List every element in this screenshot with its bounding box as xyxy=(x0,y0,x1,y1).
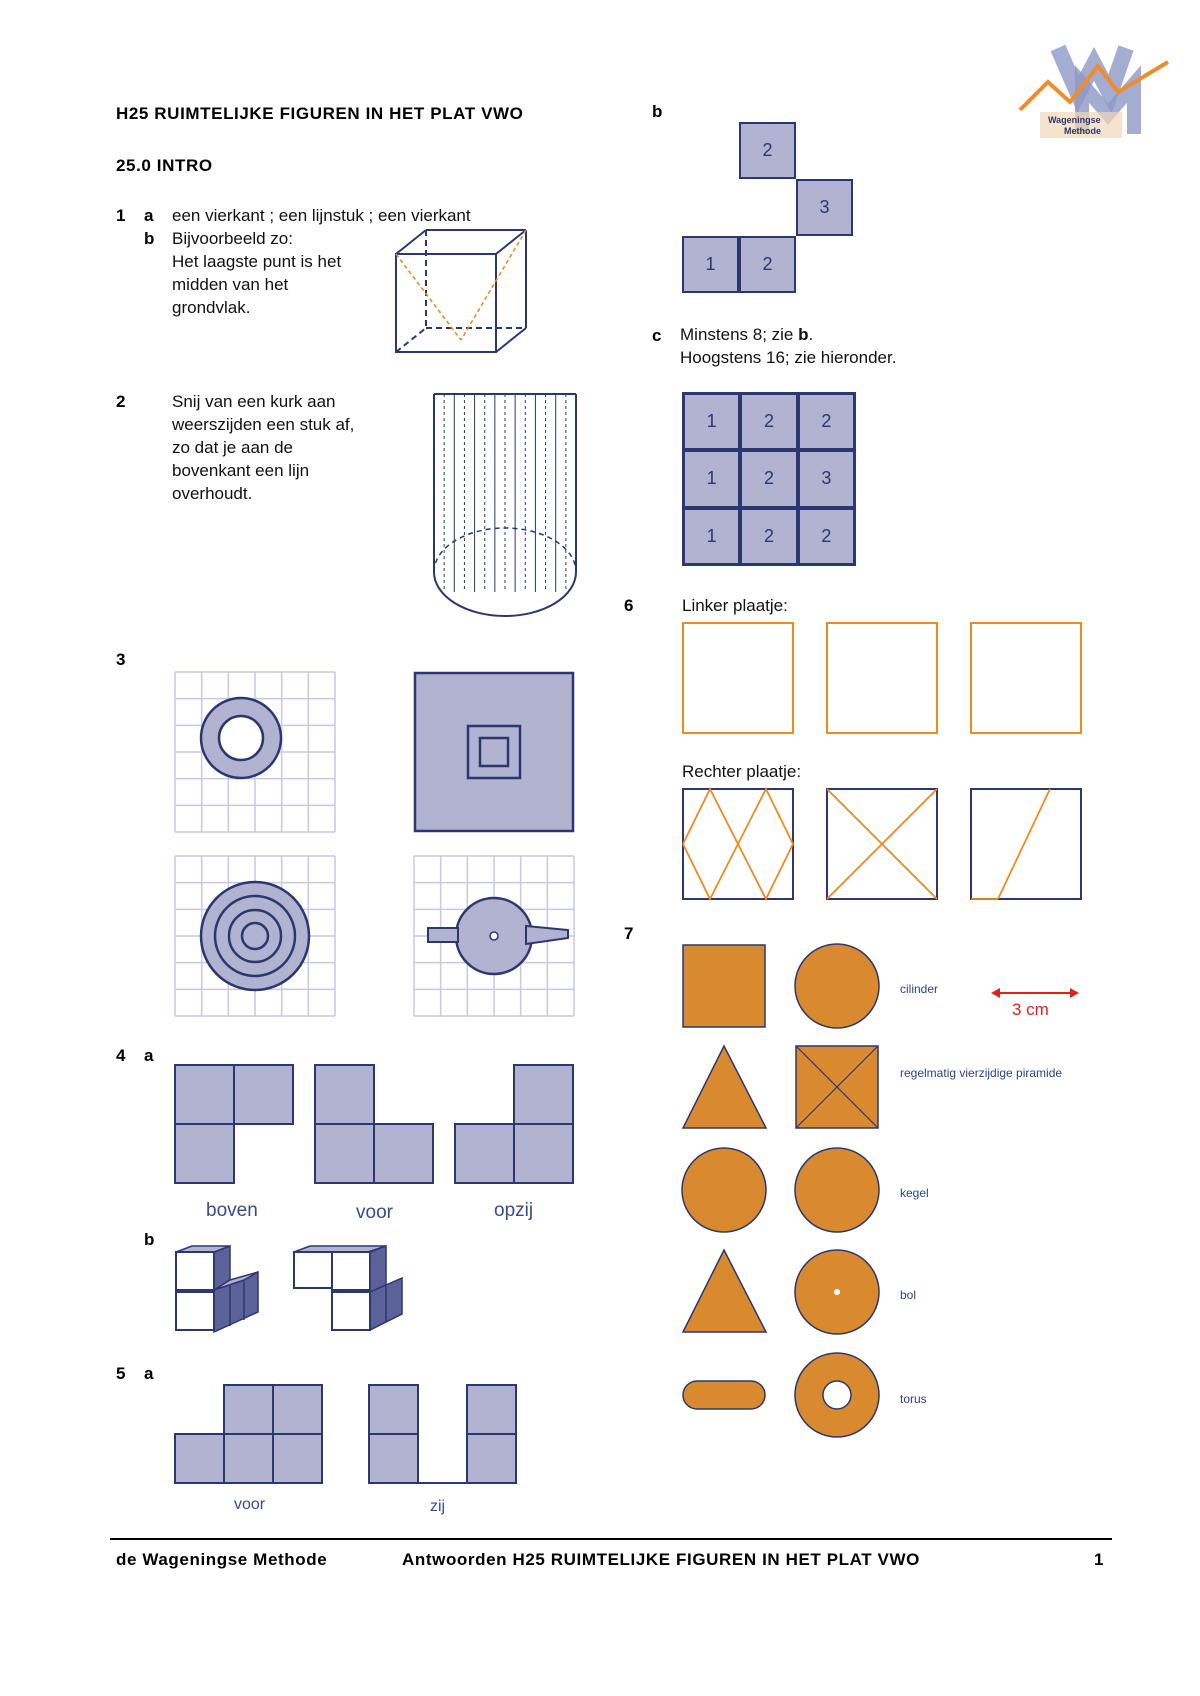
q5-b-cell: 2 xyxy=(739,122,796,179)
q3-view-top-left xyxy=(174,671,336,833)
q5-c-cell: 1 xyxy=(683,507,741,565)
q2-line: bovenkant een lijn xyxy=(172,461,310,480)
q4-view-voor xyxy=(314,1064,434,1184)
q7-label-torus: torus xyxy=(900,1392,927,1406)
cube-figure xyxy=(395,229,527,353)
q3-view-bottom-left xyxy=(174,855,336,1017)
q7-cone-top xyxy=(794,1147,880,1233)
q6-right-label: Rechter plaatje: xyxy=(682,762,802,781)
q4-caption-boven: boven xyxy=(206,1200,258,1221)
q7-figures xyxy=(681,943,880,1438)
q1-a-answer: een vierkant ; een lijnstuk ; een vierka… xyxy=(172,206,471,225)
q7-sphere-dot xyxy=(834,1289,840,1295)
q5-c-text-end: . xyxy=(808,325,814,344)
page-title: H25 RUIMTELIJKE FIGUREN IN HET PLAT VWO xyxy=(116,104,524,123)
section-title: 25.0 INTRO xyxy=(116,156,213,175)
q7-torus-hole xyxy=(822,1380,852,1410)
q5-c-cell: 2 xyxy=(797,393,855,451)
q4-b-label: b xyxy=(144,1230,155,1249)
footer-chapter: Antwoorden H25 RUIMTELIJKE FIGUREN IN HE… xyxy=(402,1550,920,1569)
q6-right-square-3 xyxy=(970,788,1082,900)
q6-left-square-1 xyxy=(682,622,794,734)
q7-circle xyxy=(794,943,880,1029)
q5-c-text: Minstens 8; zie xyxy=(680,325,799,344)
q7-capsule xyxy=(682,1380,766,1410)
footer-rule xyxy=(110,1538,1112,1540)
q6-number: 6 xyxy=(624,596,634,615)
q5-view-voor xyxy=(174,1384,323,1484)
q5-c-line-1: Minstens 8; zie b. xyxy=(680,323,813,346)
q2-line: Snij van een kurk aan xyxy=(172,392,336,411)
q5-b-cell: 2 xyxy=(739,236,796,293)
q3-number: 3 xyxy=(116,650,126,669)
q5-c-grid: 1 2 2 1 2 3 1 2 2 xyxy=(682,392,856,566)
q5-c-cell: 2 xyxy=(740,450,798,508)
q4-a-label: a xyxy=(144,1046,154,1065)
q6-left-label: Linker plaatje: xyxy=(682,596,788,615)
q7-number: 7 xyxy=(624,924,634,943)
q5-view-zij xyxy=(368,1384,517,1484)
q5-c-cell: 2 xyxy=(740,507,798,565)
q3-view-top-right xyxy=(413,671,575,833)
logo-text-2: Methode xyxy=(1064,126,1101,136)
q3-view-bottom-right xyxy=(413,855,575,1017)
q4-b-solid-1 xyxy=(175,1244,259,1334)
q7-label-bol: bol xyxy=(900,1288,917,1302)
q1-b-line: Het laagste punt is het xyxy=(172,252,342,271)
q4-view-opzij xyxy=(454,1064,574,1184)
q2-answer: Snij van een kurk aan weerszijden een st… xyxy=(172,390,354,505)
q5-b-cell: 1 xyxy=(682,236,739,293)
q5-c-ref: b xyxy=(798,325,809,344)
q5-a-label: a xyxy=(144,1364,154,1383)
q6-right-square-1 xyxy=(682,786,795,902)
q2-line: overhoudt. xyxy=(172,484,253,503)
q2-line: zo dat je aan de xyxy=(172,438,293,457)
q4-b-solid-2 xyxy=(293,1244,403,1332)
q1-b-line: midden van het xyxy=(172,275,289,294)
q5-b-label: b xyxy=(652,102,663,121)
q5-c-line-2: Hoogstens 16; zie hieronder. xyxy=(680,348,897,367)
q5-caption-zij: zij xyxy=(430,1498,446,1515)
q5-c-cell: 3 xyxy=(797,450,855,508)
q5-b-cell: 3 xyxy=(796,179,853,236)
q7-label-kegel: kegel xyxy=(900,1186,929,1200)
q4-view-boven xyxy=(174,1064,294,1184)
q7-scale-arrow xyxy=(991,988,1079,998)
q1-a-label: a xyxy=(144,206,154,225)
q7-label-cilinder: cilinder xyxy=(900,982,939,996)
logo-graphic: Wageningse Methode xyxy=(1018,44,1170,138)
q7-triangle xyxy=(681,1044,768,1129)
q5-c-cell: 2 xyxy=(797,507,855,565)
q7-triangle-2 xyxy=(681,1248,768,1333)
q5-number: 5 xyxy=(116,1364,126,1383)
q5-c-cell: 1 xyxy=(683,450,741,508)
q1-b-line: Bijvoorbeeld zo: xyxy=(172,229,293,248)
q7-cone-front xyxy=(681,1147,767,1233)
q7-label-piramide: regelmatig vierzijdige piramide xyxy=(900,1066,1063,1080)
q5-caption-voor: voor xyxy=(234,1496,266,1513)
logo: Wageningse Methode xyxy=(1018,44,1170,142)
q4-caption-opzij: opzij xyxy=(494,1200,534,1221)
q1-b-answer: Bijvoorbeeld zo: Het laagste punt is het… xyxy=(172,227,341,319)
cork-figure xyxy=(433,393,577,617)
q2-number: 2 xyxy=(116,392,126,411)
q7-square xyxy=(682,944,766,1028)
q5-c-label: c xyxy=(652,326,662,345)
q6-right-square-2 xyxy=(826,788,938,900)
q5-c-cell: 1 xyxy=(683,393,741,451)
logo-text-1: Wageningse xyxy=(1048,115,1101,125)
q6-left-square-2 xyxy=(826,622,938,734)
q5-b-figure: 2 3 1 2 xyxy=(682,122,862,302)
q5-c-cell: 2 xyxy=(740,393,798,451)
q6-left-square-3 xyxy=(970,622,1082,734)
footer-publisher: de Wageningse Methode xyxy=(116,1550,328,1569)
q1-b-label: b xyxy=(144,229,155,248)
q4-number: 4 xyxy=(116,1046,126,1065)
q2-line: weerszijden een stuk af, xyxy=(172,415,355,434)
q1-number: 1 xyxy=(116,206,126,225)
footer-page-number: 1 xyxy=(1094,1550,1105,1569)
q1-b-line: grondvlak. xyxy=(172,298,251,317)
q7-scale-label: 3 cm xyxy=(1012,1000,1049,1019)
q4-caption-voor: voor xyxy=(356,1202,393,1223)
